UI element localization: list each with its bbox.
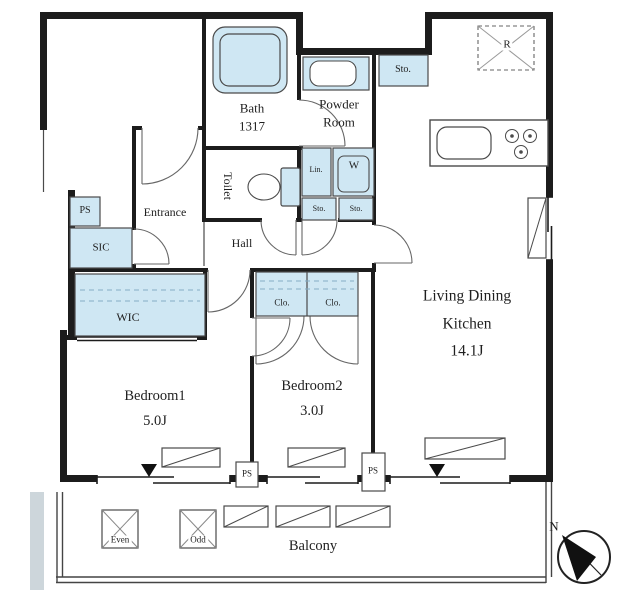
- ps-right-label: PS: [367, 465, 379, 476]
- fridge-label: R: [501, 38, 513, 51]
- vanity-sink-icon: [302, 56, 370, 91]
- ldk-size-label: 14.1J: [450, 342, 484, 360]
- bathtub-icon: [212, 26, 288, 94]
- toilet-icon: [247, 167, 301, 207]
- closet-left-label: Clo.: [274, 297, 290, 308]
- ldk-label-line1: Living Dining: [422, 287, 512, 305]
- ps-mid-box: [235, 461, 259, 488]
- north-compass-icon: [557, 530, 611, 584]
- ps-right-box: [361, 452, 386, 492]
- storage-boxes: [69, 54, 429, 337]
- bedroom2-size-label: 3.0J: [300, 402, 324, 419]
- north-label: N: [549, 518, 559, 534]
- kitchen-sink-icon: [436, 126, 492, 160]
- ps-top-label: PS: [79, 205, 91, 216]
- toilet-label: Toilet: [221, 172, 235, 200]
- balcony-label: Balcony: [288, 537, 338, 554]
- stove-burners-icon: [505, 129, 537, 159]
- linen-label: Lin.: [309, 165, 323, 174]
- linen-box: [301, 147, 332, 197]
- bedroom1-label: Bedroom1: [124, 387, 186, 404]
- hatch-odd-label: Odd: [188, 534, 208, 545]
- washer-label: W: [348, 159, 360, 172]
- sto-top-label: Sto.: [395, 64, 411, 75]
- sto-right-box: [338, 197, 374, 221]
- powder-room-label-line1: Powder: [319, 96, 359, 112]
- ps-mid-label: PS: [241, 468, 253, 479]
- bedroom2-label: Bedroom2: [281, 377, 343, 394]
- sto-top-box: [378, 54, 429, 87]
- kitchen-counter-icon: [429, 119, 549, 167]
- hall-label: Hall: [231, 236, 253, 250]
- hatch-even-label: Even: [108, 534, 132, 545]
- door-swings: [133, 99, 413, 365]
- sic-label: SIC: [92, 241, 110, 254]
- closet-right-label: Clo.: [325, 297, 341, 308]
- sic-box: [69, 227, 133, 269]
- window-marker-triangles: [141, 464, 445, 477]
- sash-symbols: [161, 197, 547, 528]
- sto-right-label: Sto.: [349, 204, 363, 213]
- wic-label: WIC: [116, 310, 140, 324]
- evacuation-hatch-odd: [179, 509, 217, 549]
- entrance-label: Entrance: [143, 205, 187, 219]
- ps-top-box: [69, 196, 101, 227]
- powder-room-label-line2: Room: [323, 114, 355, 130]
- washing-machine-icon: [332, 147, 375, 197]
- sto-left-box: [301, 197, 337, 221]
- ldk-label-line2: Kitchen: [442, 315, 492, 333]
- bath-size-label: 1317: [239, 118, 265, 134]
- bath-label: Bath: [239, 100, 265, 116]
- sto-left-label: Sto.: [312, 204, 326, 213]
- wic-sliding-doors: [77, 336, 197, 342]
- side-wall-strip: [30, 492, 44, 590]
- bedroom1-size-label: 5.0J: [143, 412, 167, 429]
- wic-box: [74, 273, 206, 337]
- windows: [96, 196, 553, 484]
